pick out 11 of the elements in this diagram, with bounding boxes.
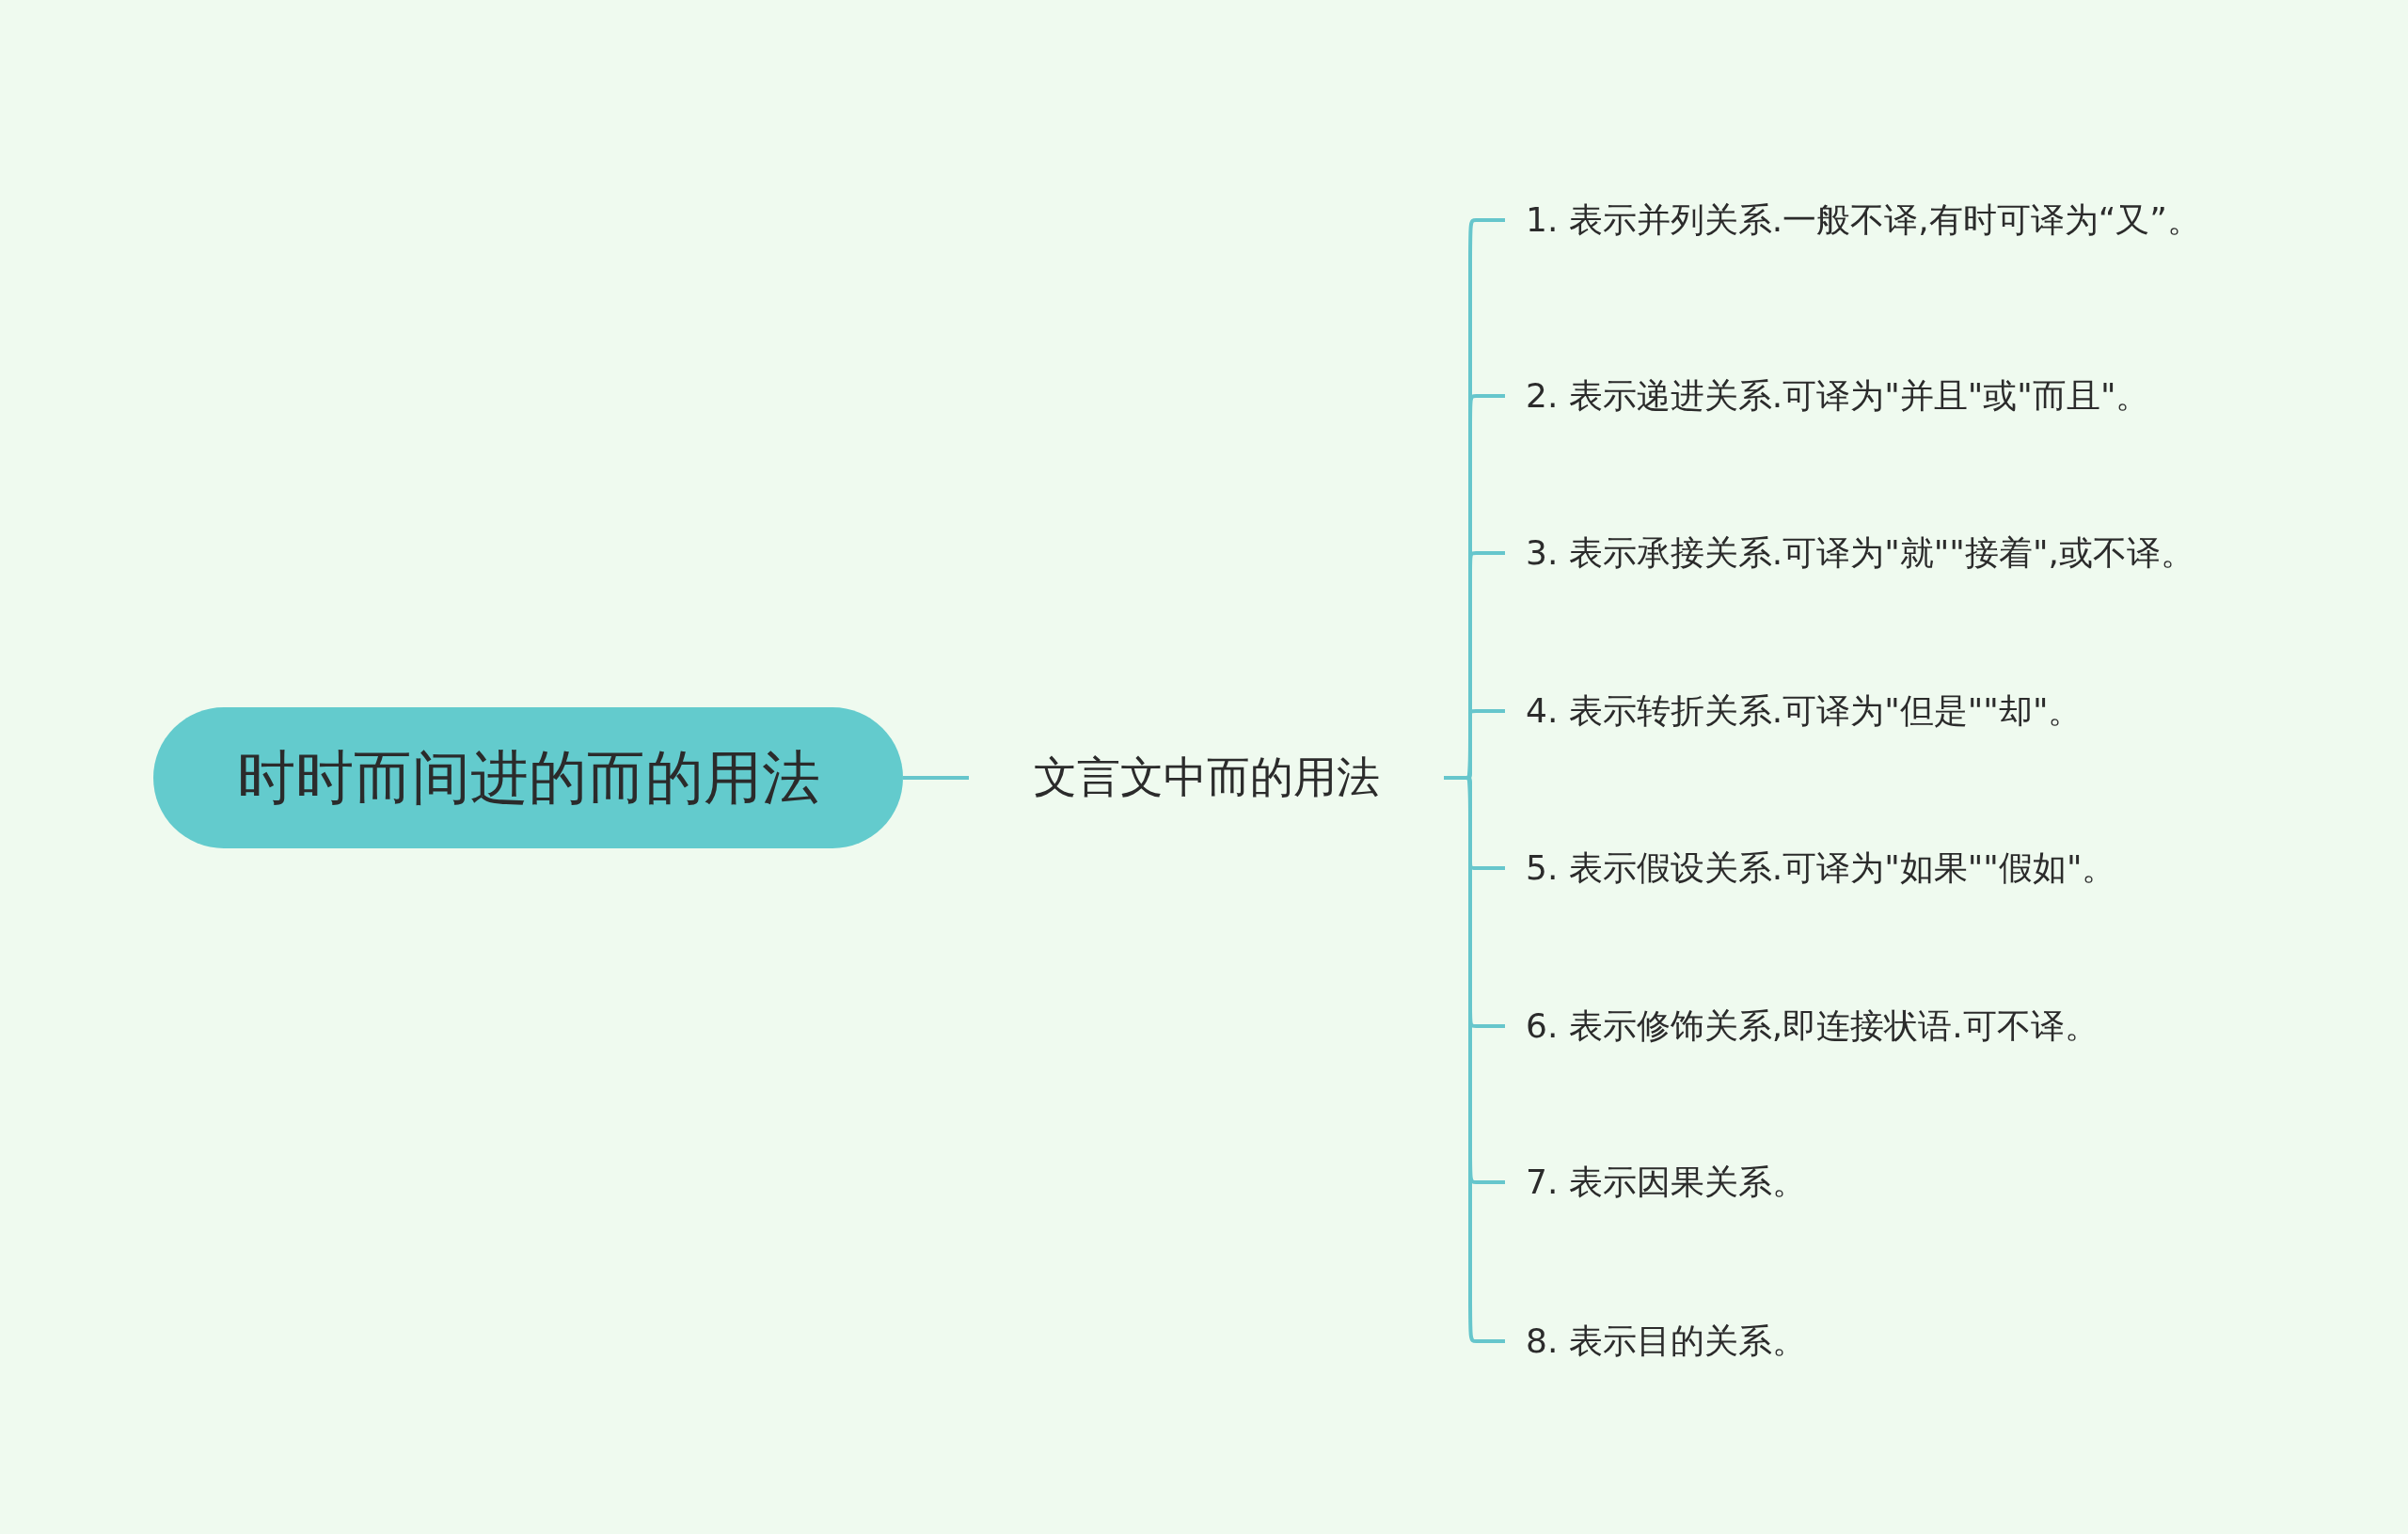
branch-label: 文言文中而的用法 [1033,751,1380,804]
leaf-text: 4. 表示转折关系.可译为"但是""却"。 [1526,691,2083,730]
leaf-text: 1. 表示并列关系.一般不译,有时可译为“又”。 [1526,200,2201,239]
leaf-text: 3. 表示承接关系.可译为"就""接着",或不译。 [1526,533,2194,572]
topic-title: 时时而间进的而的用法 [236,742,820,814]
leaf-text: 6. 表示修饰关系,即连接状语.可不译。 [1526,1006,2099,1045]
branch-connector [903,776,969,780]
leaf-text: 7. 表示因果关系。 [1526,1162,1806,1201]
leaf-text: 2. 表示递进关系.可译为"并且"或"而且"。 [1526,376,2150,415]
leaf-text: 5. 表示假设关系.可译为"如果""假如"。 [1526,848,2116,887]
leaf-text: 8. 表示目的关系。 [1526,1321,1806,1360]
